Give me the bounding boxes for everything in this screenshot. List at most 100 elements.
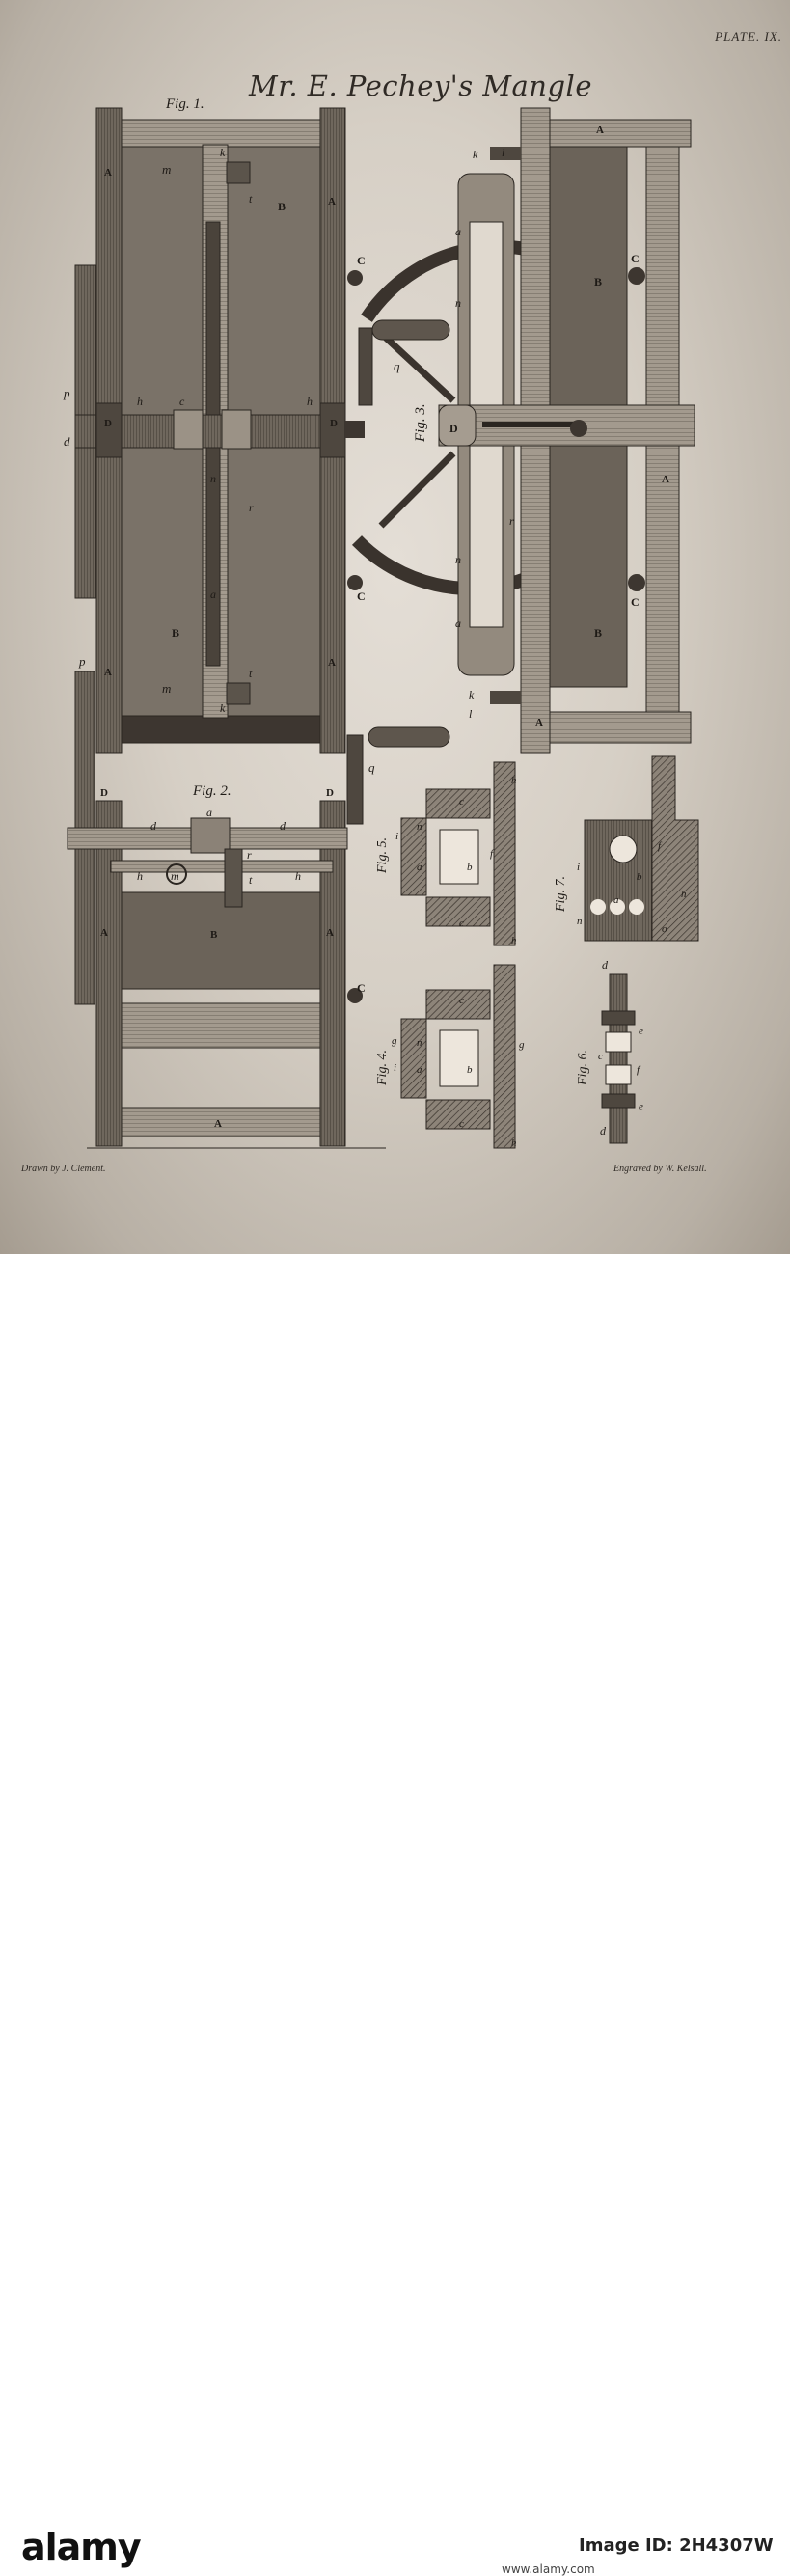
reference-letter-k: k [220,701,226,715]
reference-letter-d: d [600,1124,607,1137]
reference-letter-B: B [172,626,179,640]
reference-letter-a: a [417,1064,422,1076]
reference-letter-d: d [150,819,157,833]
reference-letter-b: b [637,871,642,883]
reference-letter-h: h [511,935,517,946]
fig3-caption: Fig. 3. [413,403,428,443]
reference-letter-A: A [100,927,108,939]
reference-letter-i: i [577,862,580,873]
reference-letter-A: A [535,717,543,728]
fig6-caption: Fig. 6. [576,1050,590,1086]
reference-letter-C: C [357,254,366,267]
stock-footer: alamy Image ID: 2H4307W www.alamy.com [0,1254,790,2576]
reference-letter-g: g [519,1039,525,1051]
reference-letter-A: A [326,927,334,939]
reference-letter-b: b [467,1064,473,1076]
reference-letter-d: d [280,819,286,833]
reference-letter-a: a [206,806,212,819]
reference-letter-l: l [502,146,505,159]
reference-letter-A: A [596,124,604,136]
reference-letter-a: a [210,588,216,601]
fig5-section [400,761,516,946]
reference-letter-c: c [459,796,464,808]
reference-letter-n: n [417,1037,422,1049]
reference-letter-m: m [171,869,179,883]
reference-letter-A: A [328,657,336,669]
reference-letter-e: e [639,1026,643,1037]
reference-letter-r: r [247,848,252,862]
fig2-end-elevation [67,671,450,1147]
reference-letter-f: f [658,840,663,852]
reference-letter-e: e [639,1101,643,1112]
plate-title: Mr. E. Pechey's Mangle [249,69,592,102]
engraving-plate: PLATE. IX. Mr. E. Pechey's Mangle [0,0,790,1254]
reference-letter-C: C [631,595,640,609]
reference-letter-q: q [394,359,400,373]
reference-letter-c: c [459,918,464,929]
reference-letter-A: A [662,474,669,485]
reference-letter-f: f [637,1064,641,1076]
reference-letter-p: p [63,386,70,400]
reference-letter-a: a [417,862,422,873]
reference-letter-i: i [394,1062,396,1074]
fig5-caption: Fig. 5. [375,837,390,874]
fig2-caption: Fig. 2. [192,783,232,799]
reference-letter-B: B [594,626,602,640]
reference-letter-c: c [459,1118,464,1130]
fig1-plan-view [74,107,365,754]
reference-letter-A: A [214,1118,222,1130]
reference-letter-B: B [278,200,286,213]
reference-letter-d: d [64,434,70,449]
fig1-caption: Fig. 1. [165,96,204,112]
fig4-caption: Fig. 4. [375,1050,390,1086]
fig4-section [400,964,516,1149]
reference-letter-b: b [467,862,473,873]
reference-letter-n: n [577,916,583,927]
reference-letter-k: k [220,146,226,159]
reference-letter-c: c [459,995,464,1006]
brand-logo: alamy [21,2526,142,2568]
reference-letter-D: D [449,422,458,435]
reference-letters: A A A A B B C C D D p d h h c k k m m t … [63,124,687,1149]
reference-letter-k: k [473,148,478,161]
reference-letter-C: C [357,981,366,995]
reference-letter-D: D [330,418,338,429]
reference-letter-c: c [598,1051,603,1062]
reference-letter-t: t [249,667,253,680]
plate-number: PLATE. IX. [715,29,782,43]
reference-letter-h: h [511,775,517,786]
reference-letter-f: f [490,848,495,860]
reference-letter-C: C [357,589,366,603]
fig7-detail [584,755,699,942]
reference-letter-n: n [417,821,422,833]
fig7-caption: Fig. 7. [554,876,568,913]
reference-letter-i: i [395,831,398,842]
reference-letter-C: C [631,252,640,265]
mangle-drawing: Fig. 1. Fig. 2. [63,96,699,1149]
reference-letter-g: g [392,1035,397,1047]
image-id-label: Image ID: 2H4307W [579,2535,774,2556]
reference-letter-B: B [210,929,218,941]
reference-letter-h: h [307,395,313,408]
image-meta-label: www.alamy.com [502,2562,595,2576]
reference-letter-h: h [681,889,687,900]
reference-letter-D: D [100,787,108,799]
reference-letter-n: n [210,472,216,485]
reference-letter-h: h [511,1137,517,1149]
reference-letter-a: a [455,617,461,630]
drawn-by-credit: Drawn by J. Clement. [21,1164,106,1174]
reference-letter-o: o [662,923,667,935]
reference-letter-a: a [455,225,461,238]
reference-letter-m: m [162,162,171,177]
reference-letter-t: t [249,192,253,206]
reference-letter-r: r [509,514,514,528]
reference-letter-A: A [328,196,336,207]
reference-letter-A: A [104,667,112,678]
reference-letter-p: p [78,654,86,669]
fig3-side-view [351,107,695,754]
reference-letter-h: h [295,869,301,883]
reference-letter-r: r [249,501,254,514]
reference-letter-h: h [137,869,143,883]
reference-letter-t: t [249,873,253,887]
reference-letter-d: d [602,958,609,972]
